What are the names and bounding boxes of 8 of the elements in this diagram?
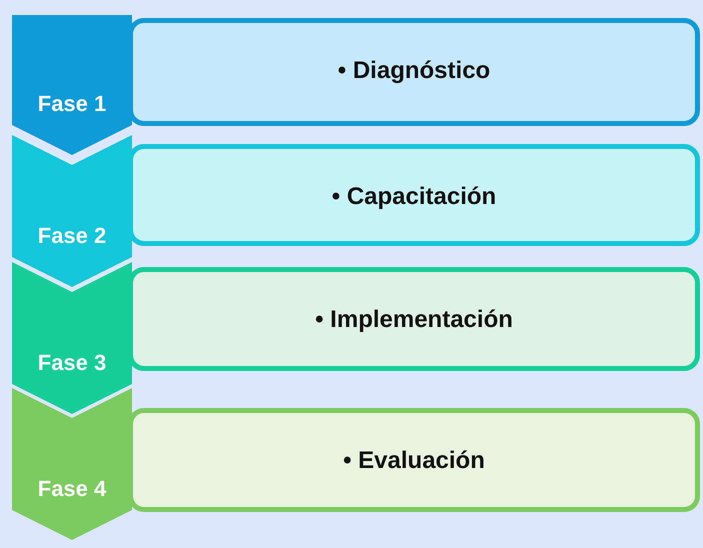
phase-label: Fase 4: [36, 476, 108, 502]
phase-label: Fase 3: [36, 350, 108, 376]
phase-label: Fase 1: [36, 91, 108, 117]
phase-title: • Capacitación: [332, 183, 496, 211]
phase-title: • Implementación: [315, 306, 513, 334]
phase-title: • Diagnóstico: [338, 57, 490, 85]
phase-title: • Evaluación: [343, 447, 485, 475]
phase-label: Fase 2: [36, 223, 108, 249]
